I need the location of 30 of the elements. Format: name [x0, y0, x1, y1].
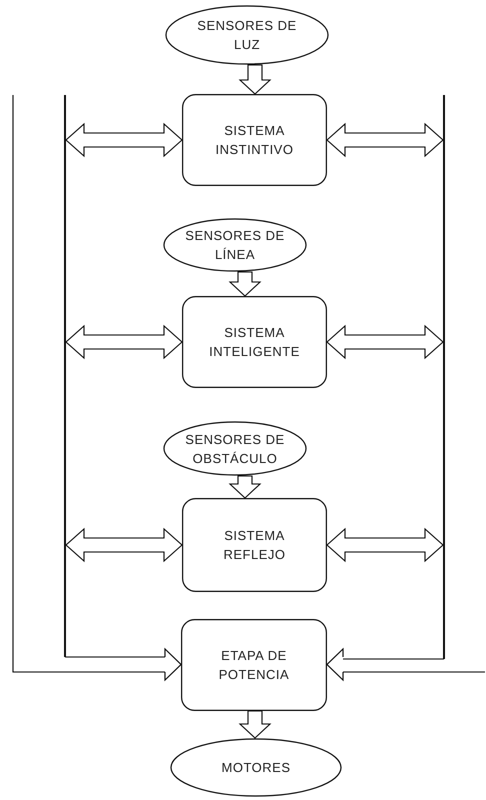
block-arrow	[326, 324, 444, 360]
node-label: SENSORES DE OBSTÁCULO	[184, 430, 286, 468]
process-box	[182, 296, 327, 388]
block-arrow	[228, 475, 262, 499]
node-label: SISTEMA INSTINTIVO	[214, 122, 294, 159]
process-box	[182, 94, 327, 186]
bus-line	[443, 95, 445, 659]
node-label: SENSORES DE LUZ	[196, 17, 298, 54]
block-arrow	[326, 122, 444, 158]
node-label: SISTEMA REFLEJO	[222, 527, 286, 564]
node-label: ETAPA DE POTENCIA	[218, 647, 290, 684]
block-arrow	[238, 64, 272, 95]
sensor-ellipse	[165, 5, 329, 65]
node-label: SENSORES DE LÍNEA	[184, 227, 286, 264]
bus-connector	[12, 95, 182, 681]
bus-line	[64, 95, 66, 657]
output-ellipse	[170, 738, 342, 797]
sensor-ellipse	[163, 218, 307, 272]
process-box	[182, 498, 327, 592]
node-label: MOTORES	[220, 759, 292, 777]
sensor-ellipse	[163, 421, 307, 476]
block-arrow	[326, 528, 444, 562]
process-box	[181, 619, 327, 711]
node-label: SISTEMA INTELIGENTE	[208, 324, 301, 361]
block-arrow	[228, 271, 262, 297]
block-arrow	[65, 122, 183, 158]
block-arrow	[238, 710, 272, 739]
block-arrow	[65, 324, 183, 360]
bus-connector	[326, 648, 485, 681]
block-arrow	[65, 528, 183, 562]
